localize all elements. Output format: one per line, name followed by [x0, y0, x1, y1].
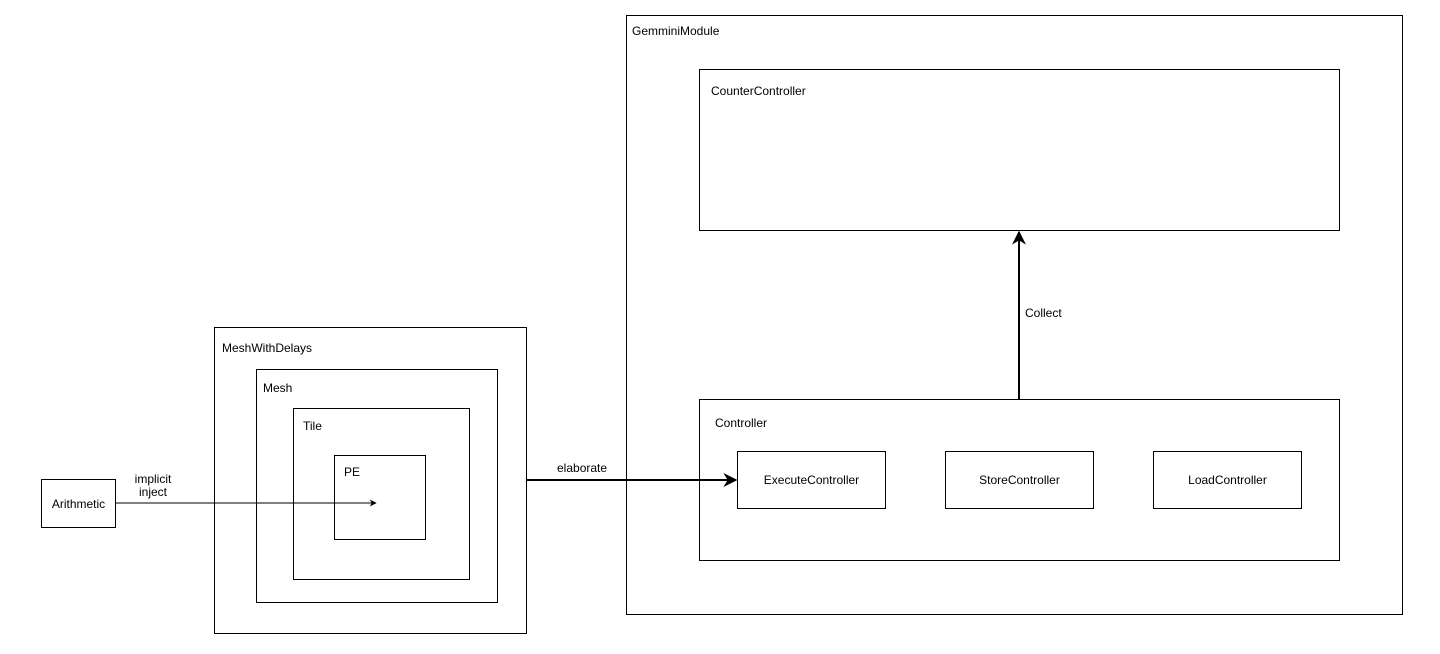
implicit-inject-label: implicit inject — [128, 472, 178, 500]
load-controller-label: LoadController — [1188, 473, 1267, 487]
execute-controller-box: ExecuteController — [737, 451, 886, 509]
counter-controller-box: CounterController — [699, 69, 1340, 231]
tile-label: Tile — [303, 419, 322, 433]
implicit-inject-label-line1: implicit — [134, 472, 172, 486]
arithmetic-label: Arithmetic — [51, 496, 106, 511]
gemmini-module-label: GemminiModule — [632, 24, 720, 38]
mesh-label: Mesh — [263, 381, 293, 395]
elaborate-label: elaborate — [557, 461, 608, 475]
controller-label: Controller — [715, 416, 768, 430]
collect-label: Collect — [1025, 306, 1062, 320]
mesh-with-delays-label: MeshWithDelays — [222, 341, 313, 355]
load-controller-box: LoadController — [1153, 451, 1302, 509]
counter-controller-label: CounterController — [711, 84, 806, 98]
execute-controller-label: ExecuteController — [763, 473, 860, 487]
implicit-inject-label-line2: inject — [138, 485, 167, 500]
pe-label: PE — [344, 465, 361, 479]
pe-box: PE — [334, 455, 426, 540]
store-controller-box: StoreController — [945, 451, 1094, 509]
arithmetic-box: Arithmetic — [41, 479, 116, 528]
store-controller-label: StoreController — [979, 473, 1060, 487]
